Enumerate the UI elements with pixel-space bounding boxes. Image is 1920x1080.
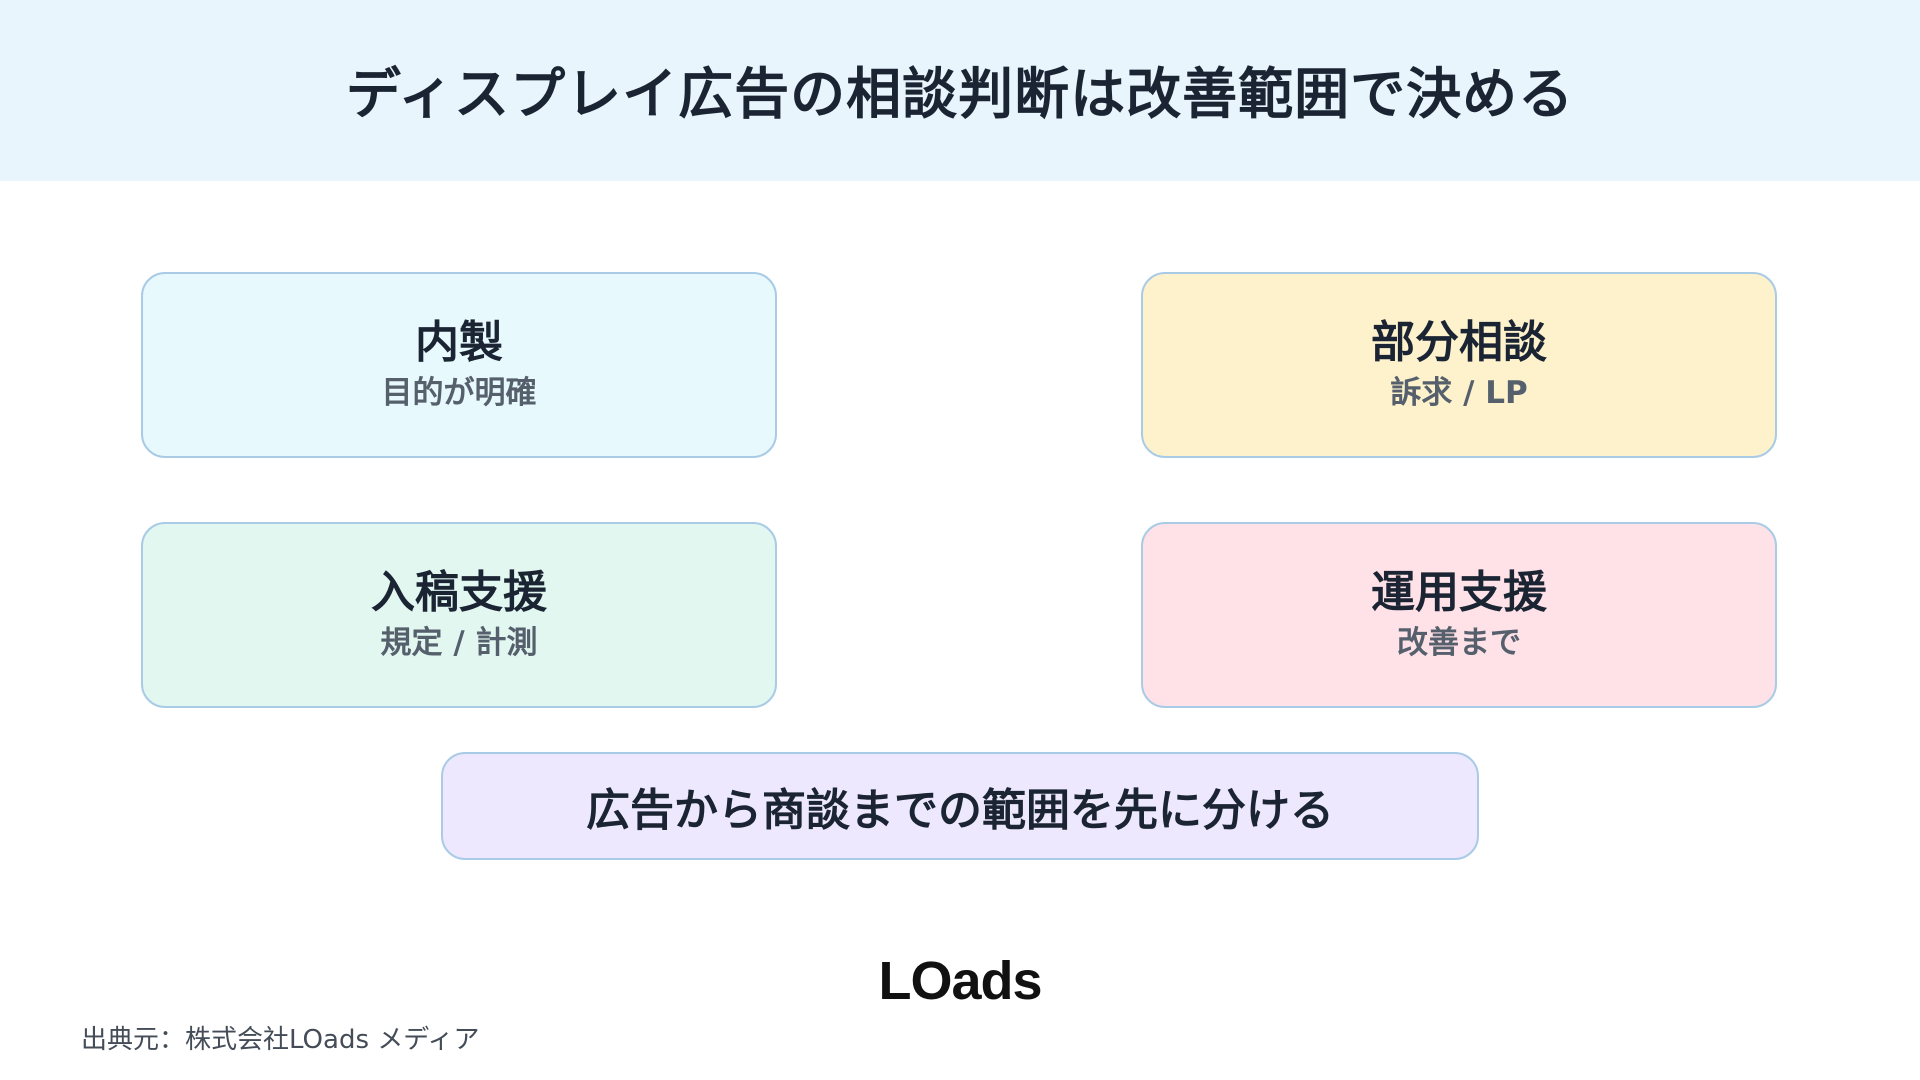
card-submission-support-title: 入稿支援	[371, 566, 547, 618]
card-operation-support-subtitle: 改善まで	[1397, 625, 1521, 662]
brand-logo-text: LOads	[878, 951, 1042, 1011]
card-operation-support: 運用支援 改善まで	[1141, 522, 1777, 708]
card-inhouse-title: 内製	[415, 316, 503, 368]
card-partial-consultation-subtitle: 訴求 / LP	[1390, 375, 1528, 412]
header-band: ディスプレイ広告の相談判断は改善範囲で決める	[0, 0, 1920, 181]
card-operation-support-title: 運用支援	[1371, 566, 1547, 618]
card-submission-support: 入稿支援 規定 / 計測	[141, 522, 777, 708]
card-partial-consultation-title: 部分相談	[1371, 316, 1547, 368]
card-partial-consultation: 部分相談 訴求 / LP	[1141, 272, 1777, 458]
source-credit: 出典元：株式会社LOads メディア	[81, 1025, 480, 1055]
page-title: ディスプレイ広告の相談判断は改善範囲で決める	[345, 61, 1575, 126]
card-inhouse-subtitle: 目的が明確	[381, 375, 537, 412]
summary-banner-text: 広告から商談までの範囲を先に分ける	[586, 785, 1334, 836]
brand-logo: LOads	[0, 950, 1920, 1012]
card-submission-support-subtitle: 規定 / 計測	[380, 625, 538, 662]
summary-banner: 広告から商談までの範囲を先に分ける	[441, 752, 1479, 860]
card-inhouse: 内製 目的が明確	[141, 272, 777, 458]
